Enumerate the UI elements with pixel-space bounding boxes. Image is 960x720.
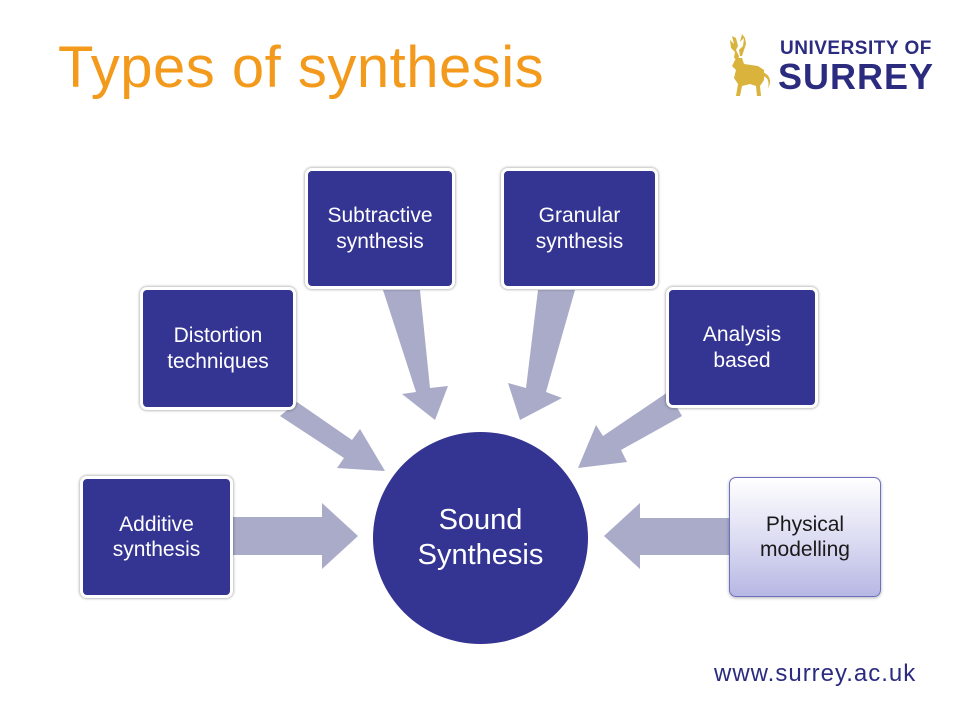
arrow-granular — [508, 290, 575, 420]
arrow-additive — [232, 503, 358, 569]
logo-text-university-of: UNIVERSITY OF — [780, 38, 932, 59]
arrow-analysis — [578, 392, 682, 468]
footer-url: www.surrey.ac.uk — [714, 660, 917, 687]
node-physical-modelling: Physical modelling — [729, 477, 881, 597]
node-distortion-techniques: Distortion techniques — [140, 287, 296, 410]
node-analysis-based: Analysis based — [666, 287, 818, 408]
university-logo: UNIVERSITY OF SURREY — [712, 30, 935, 100]
arrow-distortion — [280, 402, 385, 471]
slide-title: Types of synthesis — [58, 35, 545, 100]
arrow-subtractive — [383, 290, 448, 420]
center-node-sound-synthesis: Sound Synthesis — [373, 432, 588, 644]
arrow-physical — [604, 503, 730, 569]
logo-text-surrey: SURREY — [778, 56, 935, 97]
node-additive-synthesis: Additive synthesis — [80, 476, 233, 598]
stag-icon — [730, 34, 770, 96]
node-granular-synthesis: Granular synthesis — [501, 168, 658, 289]
node-subtractive-synthesis: Subtractive synthesis — [305, 168, 455, 289]
